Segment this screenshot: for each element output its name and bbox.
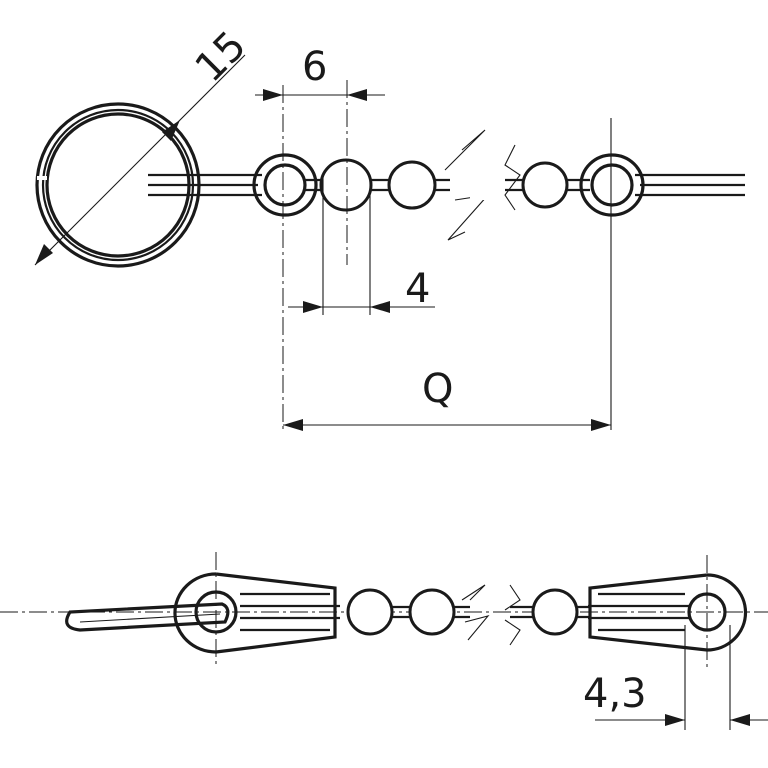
length-label: Q [422,366,453,412]
ring-diameter-label: 15 [187,23,256,92]
ring-edge [65,602,230,632]
ball-diameter-label: 4 [405,266,430,312]
ball [531,588,579,636]
ball [521,161,569,209]
ball-diameter-dimension: 4 [288,175,435,315]
top-view: 15 6 [34,23,745,431]
right-end [588,573,748,652]
ball [346,588,394,636]
pitch-label: 6 [302,44,327,90]
ball [408,588,456,636]
left-connector [148,153,318,217]
pitch-dimension: 6 [255,44,385,101]
left-end [65,572,340,654]
eye-hole-dimension: 4,3 [583,625,768,730]
side-view: 4,3 [0,552,768,730]
eye-hole-label: 4,3 [583,671,647,717]
break-marks [444,129,521,241]
ball [319,158,373,212]
length-dimension: Q [283,366,611,431]
ball [387,160,437,210]
right-connector [579,153,745,217]
ring-diameter-dimension: 15 [34,23,256,266]
